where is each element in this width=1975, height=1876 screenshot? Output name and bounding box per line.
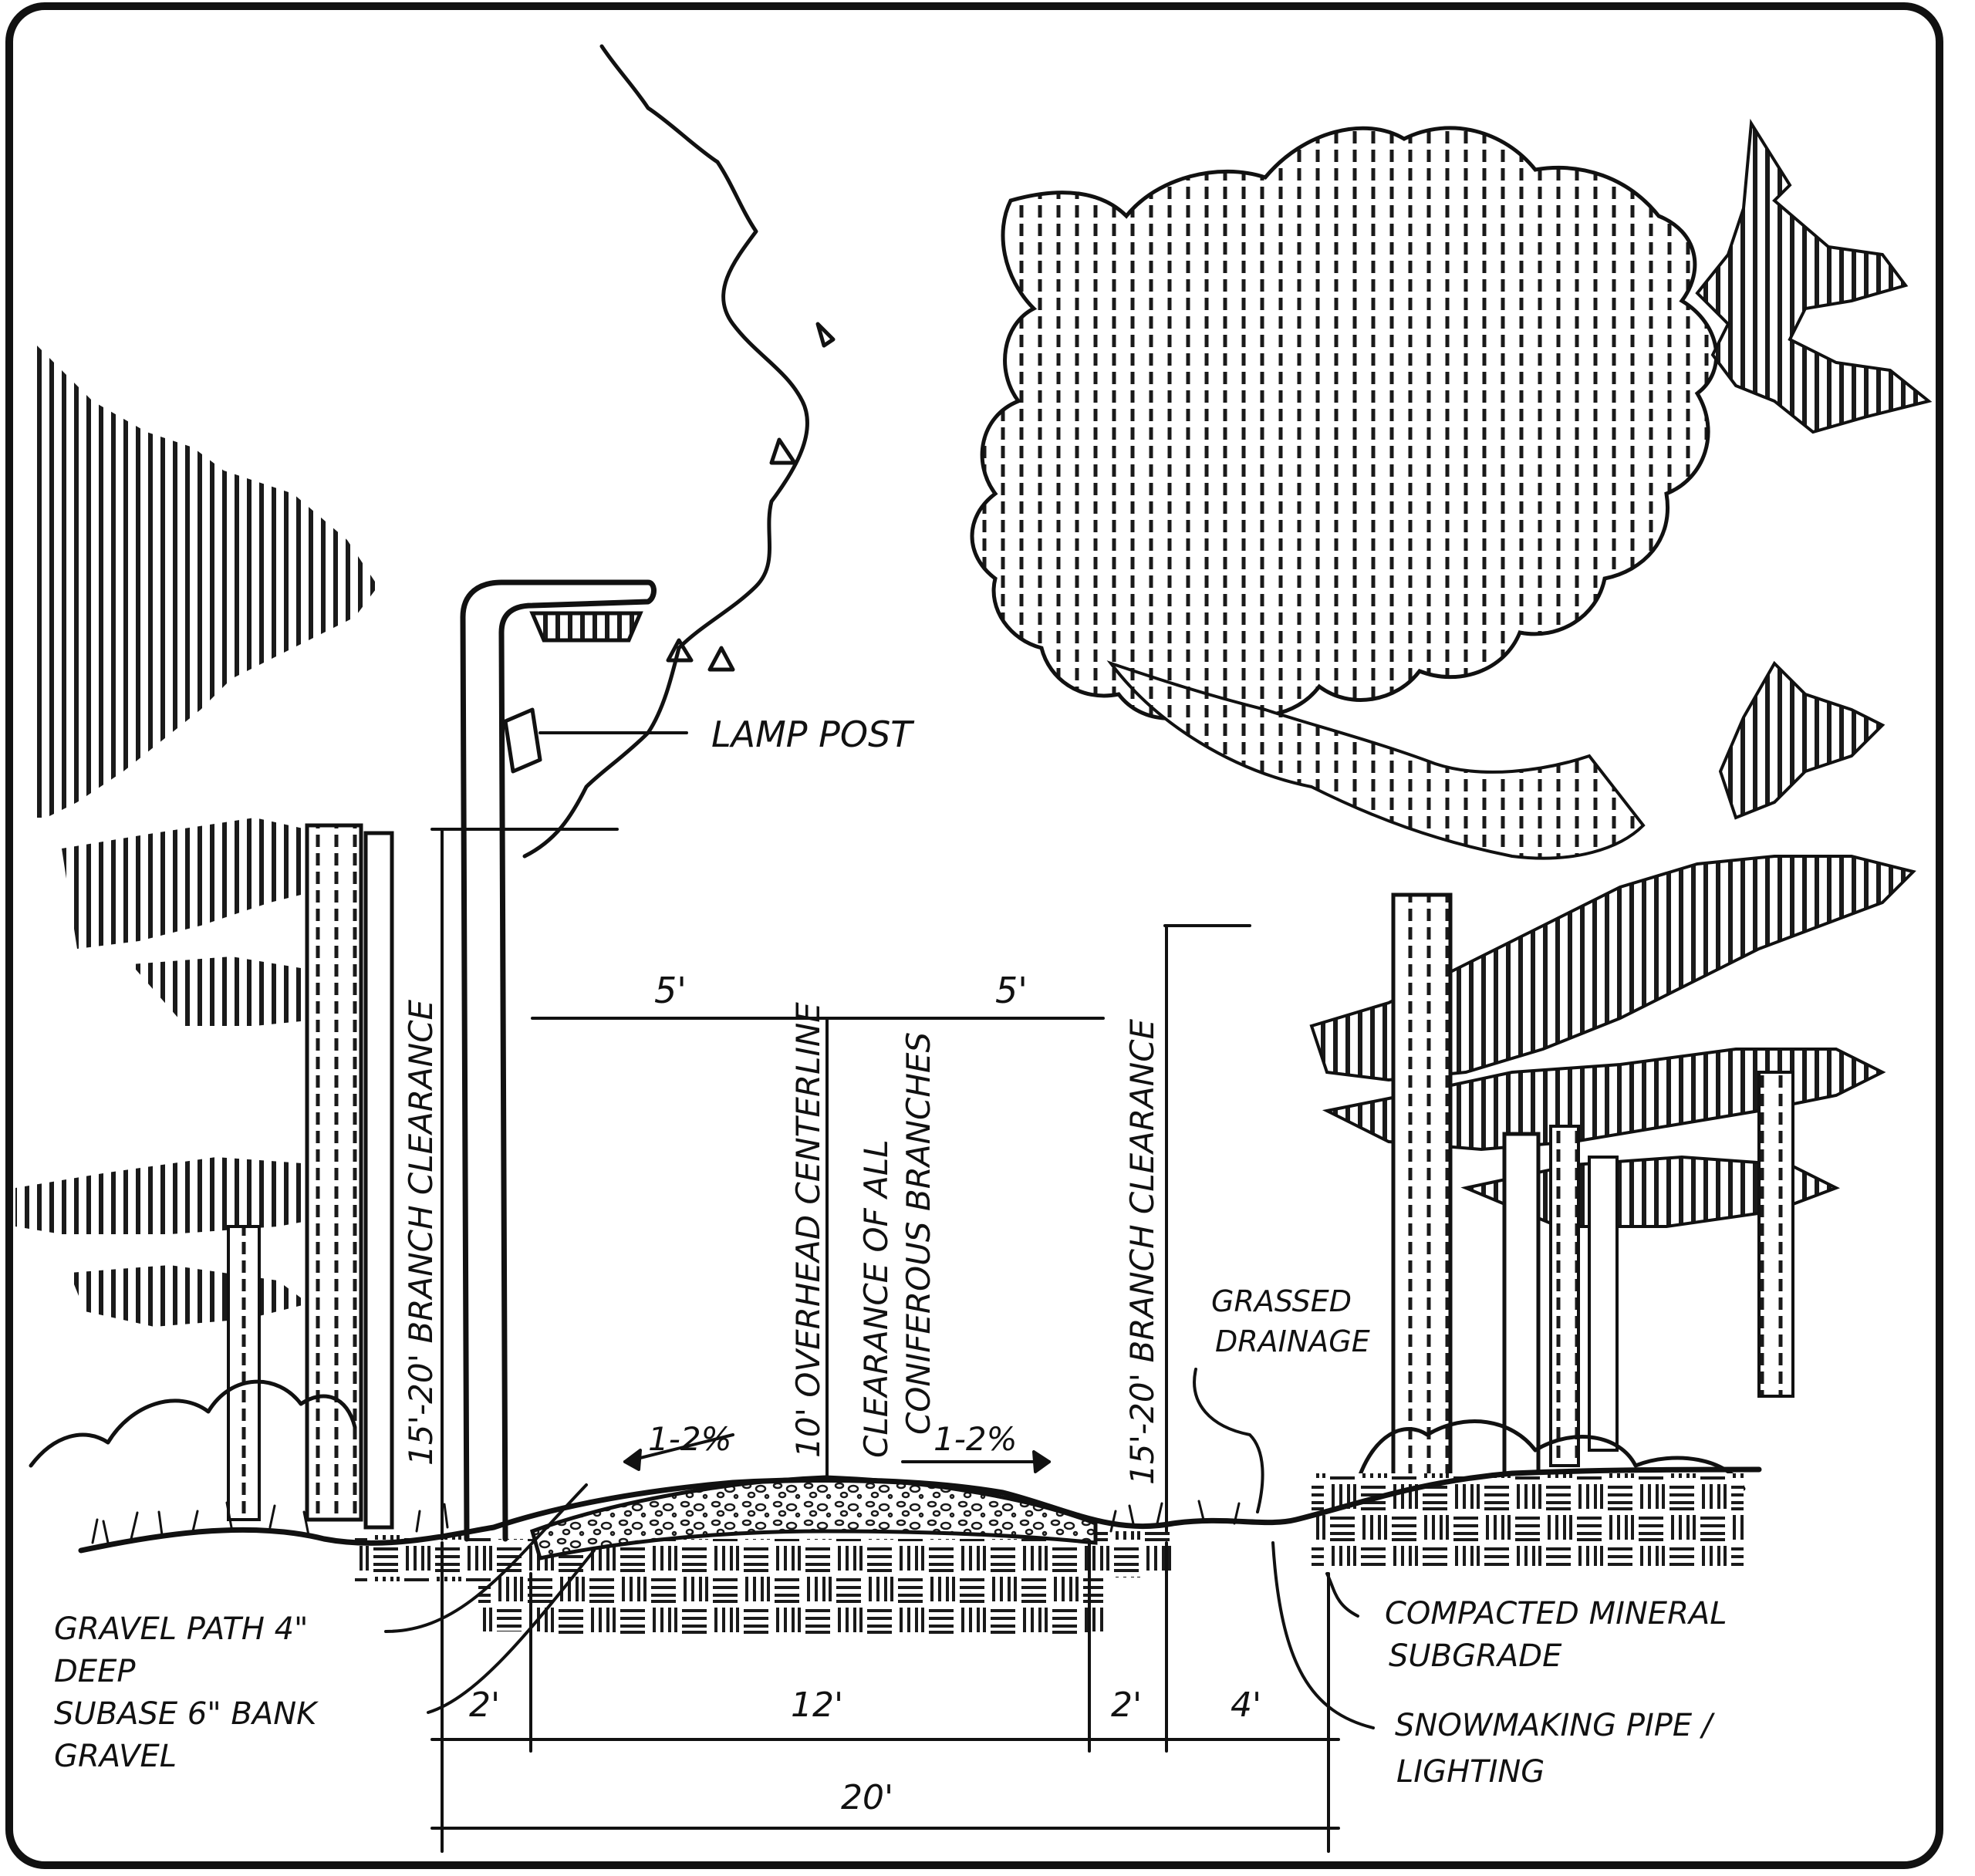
right-conifer-canopy-mid: [1718, 660, 1886, 820]
grass-tufts: [91, 1500, 1241, 1544]
subgrade-pattern-center-lower: [540, 1574, 1088, 1635]
left-tree-trunk: [305, 823, 363, 1522]
overhead-centerline-label: 10' OVERHEAD CENTERLINE: [789, 1002, 827, 1458]
right-tree-trunk-2: [1502, 1132, 1541, 1476]
dim-half-left: 5': [654, 970, 687, 1011]
dim-total-width: 20': [841, 1778, 893, 1817]
right-conifer-canopy-top: [1695, 118, 1933, 434]
slope-left-label: 1-2%: [648, 1420, 732, 1458]
left-conifer-canopy-low-3: [69, 1265, 309, 1327]
dim-shoulder-left: 2': [469, 1685, 500, 1725]
lamp-post-label: LAMP POST: [711, 714, 915, 755]
gravel-path-label-1: GRAVEL PATH 4": [54, 1611, 308, 1647]
left-shrub-outline: [29, 1379, 357, 1468]
slope-arrow-left: [623, 1433, 734, 1463]
ground-surface-line: [78, 1466, 1762, 1554]
dim-path-width: 12': [791, 1685, 843, 1725]
right-tree-trunk-5: [1757, 1071, 1794, 1398]
right-shrub-outline: [1355, 1419, 1746, 1491]
slope-arrows: [623, 1433, 1051, 1473]
right-deciduous-lower-shade: [1106, 660, 1646, 860]
gravel-path-crown: [529, 1475, 1098, 1561]
center-tree-leaf-marks: [666, 322, 836, 672]
subgrade-pattern-right-shoulder: [1088, 1531, 1173, 1577]
coniferous-clearance-label-1: CLEARANCE OF ALL: [857, 1139, 895, 1458]
compacted-subgrade-label-2: SUBGRADE: [1389, 1638, 1562, 1674]
subgrade-pattern-right: [1312, 1473, 1744, 1566]
leader-lines: [384, 731, 1375, 1853]
left-tree-trunk-3: [227, 1225, 261, 1521]
snowmaking-label-1: SNOWMAKING PIPE /: [1395, 1708, 1716, 1743]
grassed-drainage-label-2: DRAINAGE: [1215, 1324, 1370, 1358]
subbase-label-1: SUBASE 6" BANK: [54, 1696, 319, 1732]
grassed-drainage-label-1: GRASSED: [1211, 1284, 1352, 1318]
right-tree-trunk-3: [1549, 1125, 1580, 1467]
lamp-post: [460, 579, 657, 1542]
right-tree-trunk-1: [1391, 892, 1453, 1491]
left-conifer-canopy-mid: [62, 818, 355, 949]
lamp-post-bracket: [503, 707, 542, 774]
frame-border: [5, 2, 1943, 1869]
slope-right-label: 1-2%: [933, 1420, 1018, 1458]
lamp-post-pole: [460, 579, 657, 1542]
left-tree-trunk-2: [363, 831, 394, 1530]
subbase-label-2: GRAVEL: [54, 1739, 177, 1774]
right-branch-clearance-label: 15'-20' BRANCH CLEARANCE: [1123, 1018, 1161, 1485]
lamp-post-head: [529, 611, 643, 643]
right-conifer-canopy-upper-band: [1309, 855, 1916, 1082]
dim-half-right: 5': [995, 970, 1028, 1011]
left-branch-clearance-label: 15'-20' BRANCH CLEARANCE: [402, 999, 440, 1466]
right-conifer-canopy-mid-band: [1322, 1048, 1886, 1152]
snowmaking-label-2: LIGHTING: [1396, 1754, 1545, 1790]
left-conifer-group: [15, 339, 394, 1530]
coniferous-clearance-label-2: CONIFEROUS BRANCHES: [900, 1032, 937, 1435]
right-tree-trunk-4: [1588, 1156, 1619, 1452]
compacted-subgrade-label-1: COMPACTED MINERAL: [1385, 1596, 1727, 1631]
right-conifer-group: [1309, 118, 1933, 1491]
left-conifer-canopy-upper: [31, 339, 378, 818]
dim-shoulder-right: 2': [1111, 1685, 1142, 1725]
left-conifer-canopy-low-2: [15, 1157, 386, 1234]
dim-drainage-width: 4': [1231, 1685, 1261, 1725]
center-tree-canopy-outline: [522, 44, 809, 859]
gravel-path-label-2: DEEP: [54, 1654, 136, 1689]
right-deciduous-canopy: [970, 126, 1719, 720]
